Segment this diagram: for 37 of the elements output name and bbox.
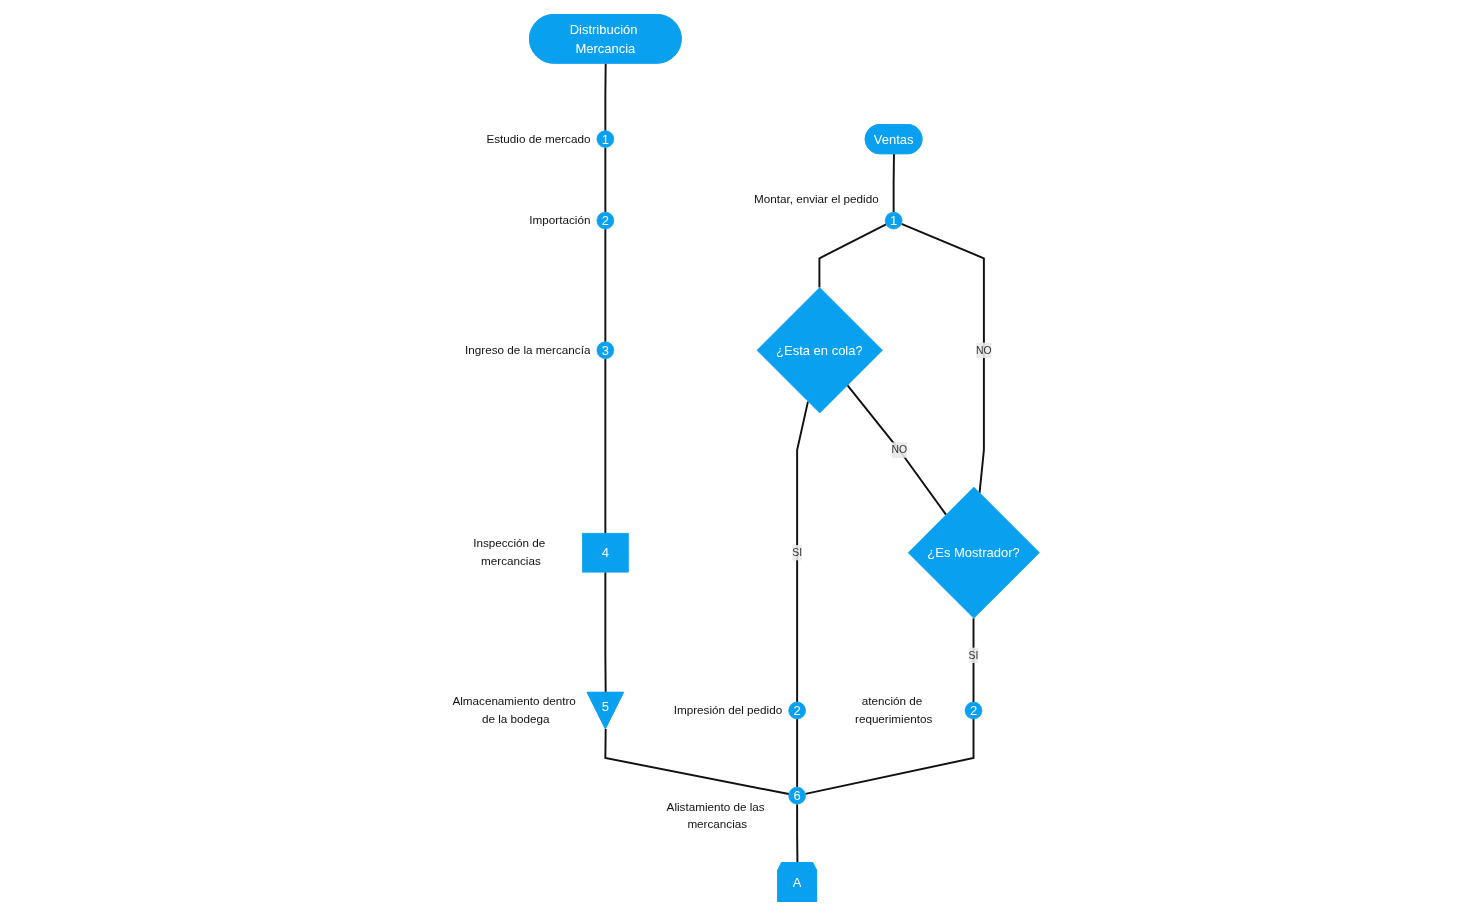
connector: [892, 152, 895, 213]
node-circle: 2: [596, 211, 615, 229]
node-label: Inspección de mercancias: [473, 536, 546, 568]
edge-label: SI: [792, 546, 803, 558]
connector: [604, 727, 790, 795]
node-diamond: ¿Es Mostrador?: [907, 486, 1040, 619]
node-label: Estudio de mercado: [486, 131, 591, 145]
connector: [604, 357, 607, 534]
node-label: Alistamiento de las mercancias: [666, 799, 765, 831]
edge-label: NO: [891, 443, 908, 455]
edge-label: SI: [968, 648, 979, 661]
node-label: Montar, enviar el pedido: [753, 192, 879, 206]
node-circle: 6: [788, 786, 806, 804]
connector: [900, 222, 985, 494]
edge-label: NO: [976, 343, 992, 355]
node-circle: 3: [596, 340, 615, 359]
connector: [604, 62, 607, 132]
connector: [796, 400, 809, 703]
node-label: Ingreso de la mercancía: [465, 342, 591, 356]
node-label: Impresión del pedido: [673, 703, 783, 717]
connector: [604, 146, 607, 213]
node-circle: 1: [884, 211, 903, 229]
connector: [796, 717, 799, 788]
node-diamond: ¿Esta en cola?: [756, 286, 883, 413]
node-box: 4: [581, 532, 629, 572]
node-label: Almacenamiento dentro de la bodega: [452, 694, 576, 725]
connector: [796, 802, 799, 864]
node-circle: 2: [788, 701, 806, 719]
connector: [818, 222, 888, 288]
connector: [846, 383, 947, 516]
connector: [804, 717, 975, 795]
node-circle: 2: [964, 701, 983, 719]
connector: [604, 227, 607, 343]
connector: [972, 616, 975, 703]
node-label: atención de requerimientos: [855, 694, 933, 725]
node-label: Importación: [529, 213, 591, 227]
node-circle: 1: [596, 129, 615, 148]
